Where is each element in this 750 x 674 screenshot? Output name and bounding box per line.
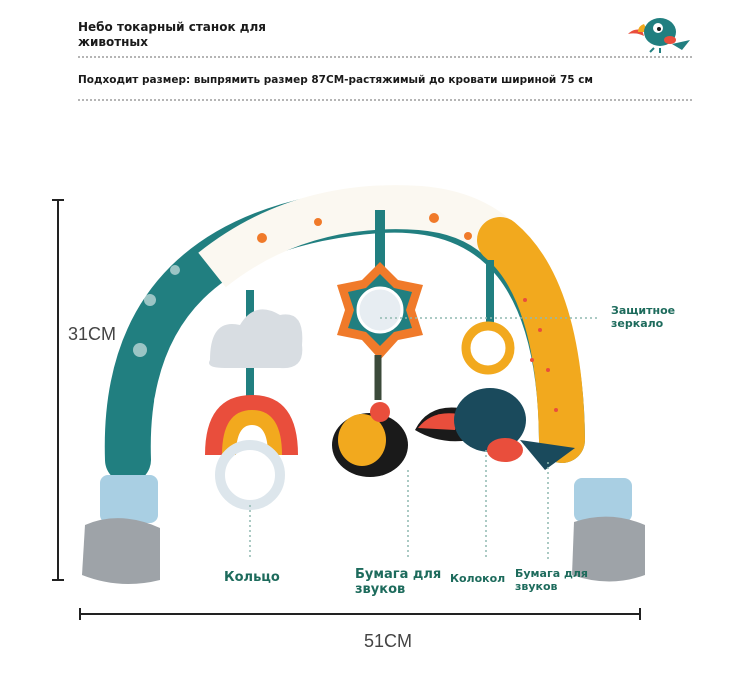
left-clip <box>82 475 160 584</box>
size-description: Подходит размер: выпрямить размер 87CM-р… <box>78 74 594 86</box>
height-label: 31CM <box>68 324 117 344</box>
toucan-logo-icon <box>628 18 690 53</box>
mirror-bee-toy <box>332 210 423 477</box>
callout-paper-right: Бумага для звуков <box>515 567 588 593</box>
width-label: 51CM <box>364 631 413 651</box>
callout-bell: Колокол <box>450 572 506 585</box>
height-dimension-line <box>52 199 64 581</box>
width-dimension-line <box>79 608 641 620</box>
header-divider-bottom <box>78 99 692 101</box>
callout-paper-left: Бумага для звуков <box>355 567 442 597</box>
right-clip <box>572 478 645 582</box>
callout-lines <box>249 317 600 560</box>
callout-mirror: Защитное зеркало <box>611 304 676 330</box>
rainbow-toy <box>205 290 303 510</box>
page-title: Небо токарный станок для животных <box>78 20 266 49</box>
header-divider-top <box>78 56 692 58</box>
callout-ring: Кольцо <box>224 570 280 585</box>
